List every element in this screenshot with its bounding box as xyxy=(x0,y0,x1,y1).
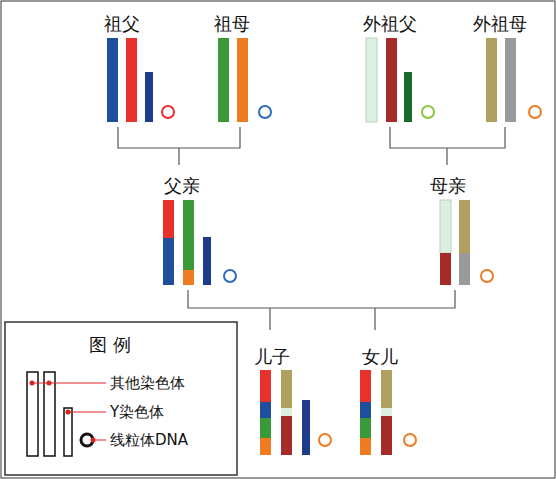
person-label: 儿子 xyxy=(254,347,290,367)
person-label: 外祖母 xyxy=(473,14,527,34)
legend-title: 图 例 xyxy=(89,335,131,355)
legend-text: 线粒体DNA xyxy=(110,432,188,449)
person-label: 祖母 xyxy=(214,14,250,34)
person-label: 父亲 xyxy=(164,176,200,196)
person-label: 母亲 xyxy=(430,176,466,196)
legend-text: 其他染色体 xyxy=(110,375,185,392)
person-label: 祖父 xyxy=(104,14,140,34)
legend-text: Y染色体 xyxy=(110,404,164,421)
person-label: 外祖父 xyxy=(363,14,417,34)
person-label: 女儿 xyxy=(362,347,398,367)
